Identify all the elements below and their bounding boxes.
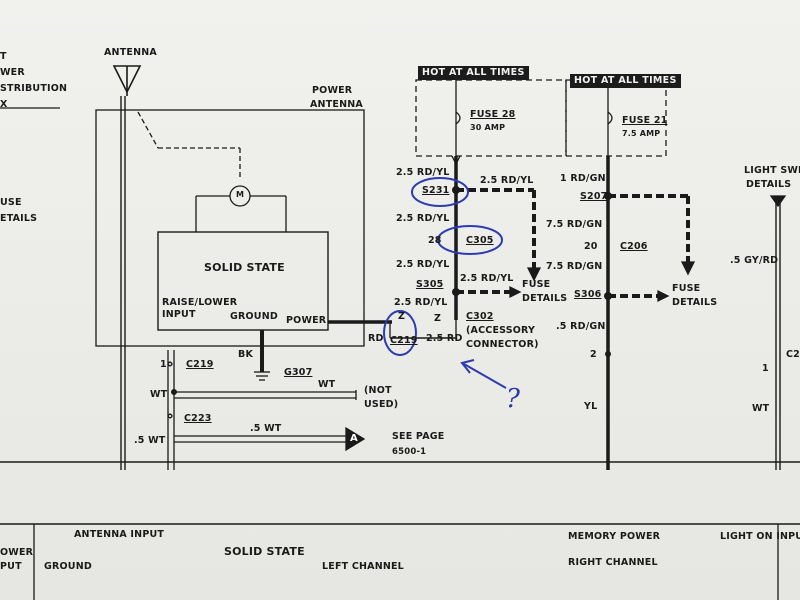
wire-center-3b: 2.5 RD/YL xyxy=(460,273,514,284)
conn-a: A xyxy=(350,433,358,444)
power-label: POWER xyxy=(286,315,327,326)
bottom-put: PUT xyxy=(0,561,22,572)
light-c2: C2 xyxy=(786,349,800,360)
bottom-light-on-input: LIGHT ON INPUT xyxy=(720,531,800,542)
hot-at-all-times-left: HOT AT ALL TIMES xyxy=(418,66,529,80)
light-wt: WT xyxy=(752,403,770,414)
not-used-line1: (NOT xyxy=(364,385,392,396)
see-page-number: 6500-1 xyxy=(392,447,427,457)
wire-center-1b: 2.5 RD/YL xyxy=(480,175,534,186)
ground-label: GROUND xyxy=(230,311,278,322)
bottom-memory-power: MEMORY POWER xyxy=(568,531,661,542)
splice-s306: S306 xyxy=(574,289,602,300)
left-fragment-line4: X xyxy=(0,99,8,110)
fuse-details-center-1: FUSE xyxy=(522,279,551,290)
ground-g307: G307 xyxy=(284,367,313,378)
wire-center-3: 2.5 RD/YL xyxy=(396,259,450,270)
wire-gy-rd: .5 GY/RD xyxy=(730,255,779,266)
bottom-left-channel: LEFT CHANNEL xyxy=(322,561,404,572)
conn-c219-left: C219 xyxy=(186,359,214,370)
splice-s305: S305 xyxy=(416,279,444,290)
splice-s207: S207 xyxy=(580,191,608,202)
left-fragment-line3: STRIBUTION xyxy=(0,83,68,94)
bottom-solid-state: SOLID STATE xyxy=(224,545,305,558)
input-label: INPUT xyxy=(162,309,196,320)
conn-28: 28 xyxy=(428,235,442,246)
fuse28-label: FUSE 28 xyxy=(470,109,516,120)
conn-1-left: 1 xyxy=(160,359,167,370)
wire-5-wt-left: .5 WT xyxy=(134,435,166,446)
bottom-antenna-input: ANTENNA INPUT xyxy=(74,529,165,540)
wire-wt-left: WT xyxy=(150,389,168,400)
wire-center-4: 2.5 RD/YL xyxy=(394,297,448,308)
see-page-label: SEE PAGE xyxy=(392,431,445,442)
left-fragment-line2: WER xyxy=(0,67,25,78)
accessory-line1: (ACCESSORY xyxy=(466,325,536,336)
conn-c302: C302 xyxy=(466,311,494,322)
left-fragment-line1: T xyxy=(0,51,7,62)
wire-yl: YL xyxy=(584,401,598,412)
wire-center-5: 2.5 RD xyxy=(426,333,463,344)
wire-right-3: 7.5 RD/GN xyxy=(546,261,603,272)
light-conn-1: 1 xyxy=(762,363,769,374)
left-details-label: ETAILS xyxy=(0,213,38,224)
light-switch-line2: DETAILS xyxy=(746,179,792,190)
conn-2: 2 xyxy=(590,349,597,360)
fuse-details-right-2: DETAILS xyxy=(672,297,718,308)
wire-wt-2: WT xyxy=(318,379,336,390)
wire-center-2: 2.5 RD/YL xyxy=(396,213,450,224)
motor-symbol: M xyxy=(236,190,245,199)
conn-c305: C305 xyxy=(466,235,494,246)
splice-s231: S231 xyxy=(422,185,450,196)
antenna-label: ANTENNA xyxy=(104,47,157,58)
bottom-right-channel: RIGHT CHANNEL xyxy=(568,557,658,568)
z-left: Z xyxy=(398,311,406,322)
fuse21-label: FUSE 21 xyxy=(622,115,668,126)
wire-right-1: 1 RD/GN xyxy=(560,173,606,184)
light-switch-line1: LIGHT SWIT xyxy=(744,165,800,176)
raise-lower-label: RAISE/LOWER xyxy=(162,297,238,308)
wire-rd: RD xyxy=(368,333,384,344)
power-antenna-line2: ANTENNA xyxy=(310,99,363,110)
wire-bk: BK xyxy=(238,349,254,360)
solid-state-title: SOLID STATE xyxy=(204,261,285,274)
hot-at-all-times-right: HOT AT ALL TIMES xyxy=(570,74,681,88)
bottom-ground: GROUND xyxy=(44,561,92,572)
conn-20: 20 xyxy=(584,241,598,252)
z-right: Z xyxy=(434,313,442,324)
left-fuse-label: USE xyxy=(0,197,22,208)
fuse-details-center-2: DETAILS xyxy=(522,293,568,304)
accessory-line2: CONNECTOR) xyxy=(466,339,539,350)
wire-right-4: .5 RD/GN xyxy=(556,321,606,332)
fuse28-amp: 30 AMP xyxy=(470,123,506,132)
wire-center-1: 2.5 RD/YL xyxy=(396,167,450,178)
wire-5-wt-2: .5 WT xyxy=(250,423,282,434)
fuse-details-right-1: FUSE xyxy=(672,283,701,294)
conn-c206: C206 xyxy=(620,241,648,252)
wire-right-2: 7.5 RD/GN xyxy=(546,219,603,230)
not-used-line2: USED) xyxy=(364,399,399,410)
fuse21-amp: 7.5 AMP xyxy=(622,129,661,138)
bottom-ower: OWER xyxy=(0,547,34,558)
conn-c223: C223 xyxy=(184,413,212,424)
handwritten-question-mark: ? xyxy=(506,384,520,414)
power-antenna-line1: POWER xyxy=(312,85,353,96)
conn-c219-center: C219 xyxy=(390,335,418,346)
